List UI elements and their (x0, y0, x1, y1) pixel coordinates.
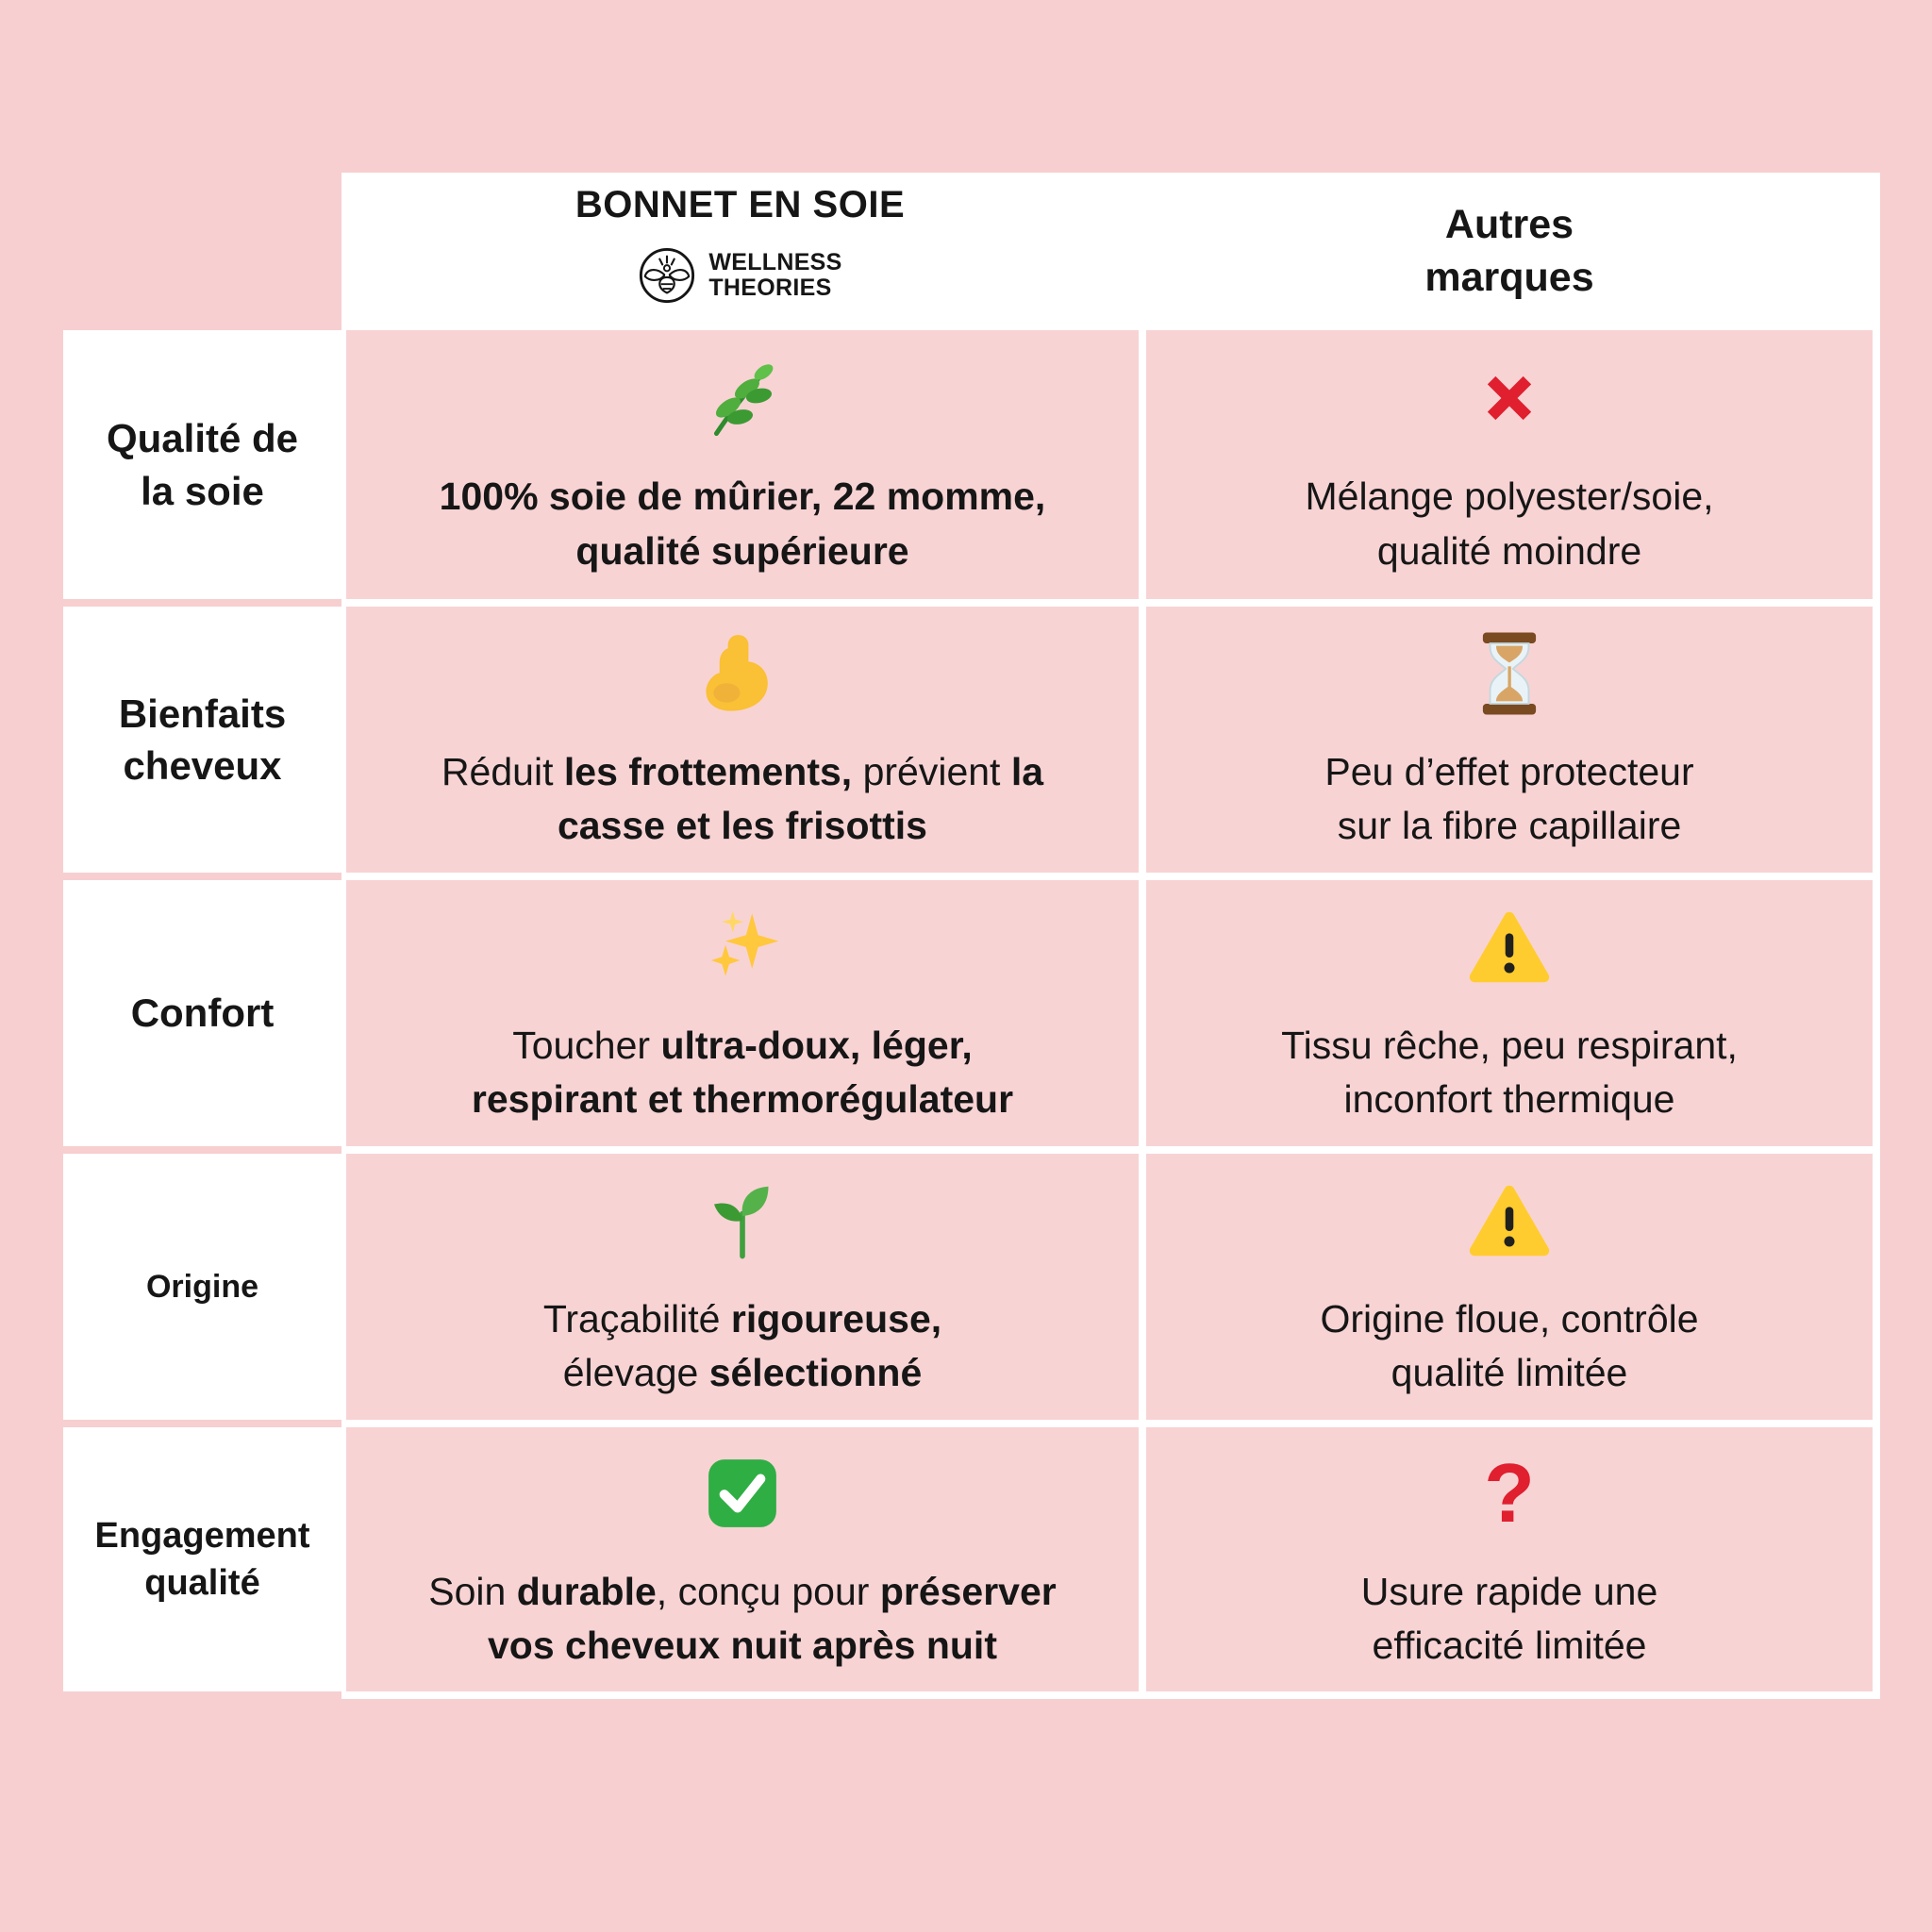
warning-icon (1468, 1177, 1551, 1264)
brand-cell-text: Traçabilité rigoureuse,élevage sélection… (542, 1296, 942, 1394)
brand-cell-text: Toucher ultra-doux, léger,respirant et t… (471, 1023, 1014, 1121)
brand-cell-text: 100% soie de mûrier, 22 momme,qualité su… (439, 475, 1046, 573)
seedling-icon (700, 1177, 785, 1264)
others-cell-text: Tissu rêche, peu respirant,inconfort the… (1281, 1023, 1738, 1121)
others-cell-confort: Tissu rêche, peu respirant,inconfort the… (1146, 880, 1873, 1146)
sparkles-icon (699, 904, 786, 991)
warning-icon (1468, 904, 1551, 991)
biceps-icon (699, 630, 786, 717)
hourglass-icon (1471, 630, 1548, 717)
check-icon (704, 1450, 781, 1537)
others-cell-qualite: Mélange polyester/soie,qualité moindre (1146, 330, 1873, 599)
brand-cell-confort: Toucher ultra-doux, léger,respirant et t… (346, 880, 1139, 1146)
brand-cell-origine: Traçabilité rigoureuse,élevage sélection… (346, 1154, 1139, 1420)
brand-cell-qualite: 100% soie de mûrier, 22 momme,qualité su… (346, 330, 1139, 599)
bee-logo-icon (638, 232, 696, 319)
question-icon: ? (1484, 1445, 1535, 1540)
brand-title: BONNET EN SOIE (575, 184, 906, 225)
row-label-origine: Origine (63, 1154, 341, 1420)
others-cell-text: Mélange polyester/soie,qualité moindre (1305, 475, 1714, 573)
row-label-confort: Confort (63, 880, 341, 1146)
herb-icon (700, 355, 785, 441)
cross-icon (1473, 355, 1546, 441)
